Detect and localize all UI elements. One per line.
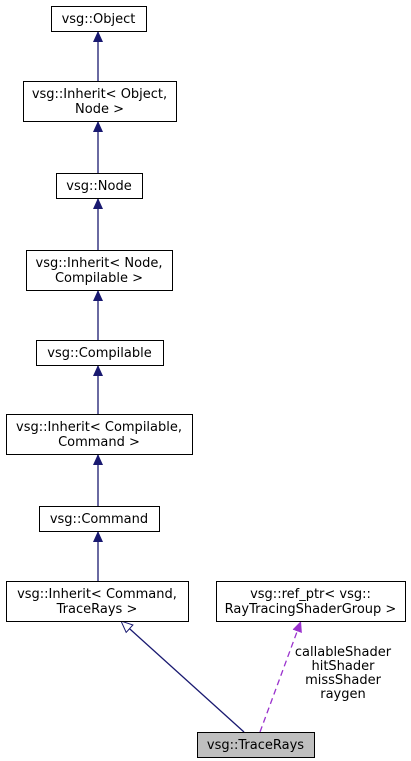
node-label: vsg::Inherit< Node, <box>36 256 163 271</box>
node-box <box>216 581 406 622</box>
edge-label-callableshader: callableShader <box>295 645 392 660</box>
node-inherit-compilable-command[interactable]: vsg::Inherit< Compilable,Command > <box>6 414 193 455</box>
node-label: Node > <box>75 102 124 117</box>
node-label: vsg::Inherit< Object, <box>32 87 167 102</box>
node-label: vsg::ref_ptr< vsg:: <box>250 587 371 602</box>
node-box <box>23 81 177 122</box>
edge-label-raygen: raygen <box>320 687 366 702</box>
node-box <box>36 340 164 366</box>
node-label: vsg::Inherit< Command, <box>17 587 177 602</box>
edge-tracerays-to-ref-ptr-raytracingshadergroup <box>259 620 302 733</box>
edge-label-missshader: missShader <box>305 673 382 688</box>
node-box <box>6 414 193 455</box>
node-tracerays[interactable]: vsg::TraceRays <box>197 732 315 758</box>
node-box <box>6 581 189 622</box>
node-label: Compilable > <box>55 271 143 286</box>
node-ref-ptr-raytracingshadergroup[interactable]: vsg::ref_ptr< vsg::RayTracingShaderGroup… <box>216 581 406 622</box>
node-label: Command > <box>58 435 140 450</box>
node-label: vsg::Node <box>66 179 131 194</box>
node-label: vsg::Inherit< Compilable, <box>16 420 182 435</box>
node-inherit-object-node[interactable]: vsg::Inherit< Object,Node > <box>23 81 177 122</box>
node-label: vsg::TraceRays <box>207 738 304 753</box>
node-label: TraceRays > <box>56 602 138 617</box>
edges-layer <box>93 31 302 733</box>
node-compilable[interactable]: vsg::Compilable <box>36 340 164 366</box>
node-box <box>39 506 160 532</box>
node-box <box>26 250 173 291</box>
node-box <box>56 173 143 199</box>
edge-label-hitshader: hitShader <box>311 659 375 674</box>
node-inherit-command-tracerays[interactable]: vsg::Inherit< Command,TraceRays > <box>6 581 189 622</box>
node-box <box>51 6 147 32</box>
node-label: RayTracingShaderGroup > <box>225 602 397 617</box>
node-box <box>197 732 315 758</box>
node-label: vsg::Command <box>50 512 148 527</box>
node-object[interactable]: vsg::Object <box>51 6 147 32</box>
node-label: vsg::Compilable <box>47 346 151 361</box>
node-inherit-node-compilable[interactable]: vsg::Inherit< Node,Compilable > <box>26 250 173 291</box>
node-node[interactable]: vsg::Node <box>56 173 143 199</box>
node-command[interactable]: vsg::Command <box>39 506 160 532</box>
node-label: vsg::Object <box>62 12 136 27</box>
edge-tracerays-to-inherit-command-tracerays <box>121 621 245 733</box>
